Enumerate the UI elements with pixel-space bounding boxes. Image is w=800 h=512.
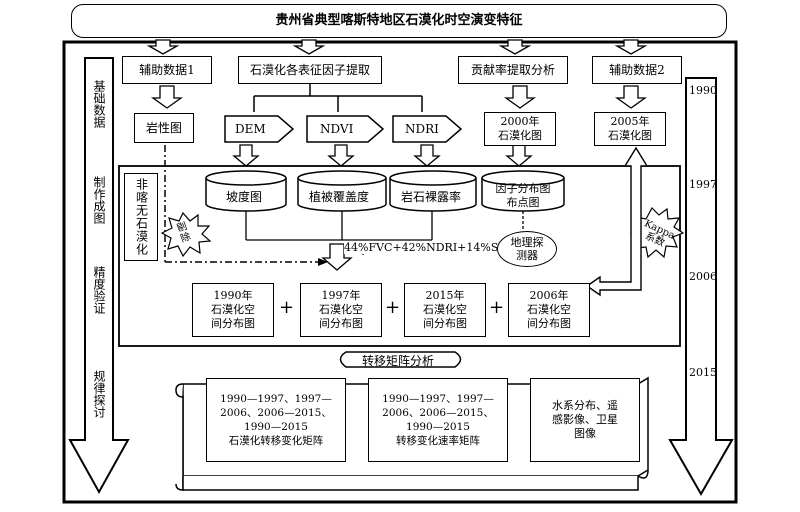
aux-data-2-label: 辅助数据2 xyxy=(609,62,665,77)
map-2000-year: 2000年 xyxy=(500,115,540,129)
matrix-rate-line-4: 转移变化速率矩阵 xyxy=(396,435,480,447)
non-karst-label: 非喀无石漠化 xyxy=(134,178,149,256)
plus-sign-3: + xyxy=(489,297,505,318)
inner-frame xyxy=(118,165,681,347)
map-2005-box: 2005年 石漠化图 xyxy=(594,112,666,146)
geo-probe-ellipse: 地理探 测器 xyxy=(497,231,557,267)
plus-sign-2: + xyxy=(385,297,401,318)
spatial-map-1990-line2: 石漠化空 xyxy=(211,303,255,317)
map-2005-label: 石漠化图 xyxy=(608,129,652,142)
spatial-map-1997-line3: 间分布图 xyxy=(319,316,363,330)
contribution-label: 贡献率提取分析 xyxy=(470,62,555,77)
matrix-box-ancillary: 水系分布、遥 感影像、卫星 图像 xyxy=(530,378,640,462)
dem-label: DEM xyxy=(235,122,266,136)
lithology-label: 岩性图 xyxy=(145,120,182,135)
outer-frame xyxy=(62,40,738,504)
year-2006: 2006 xyxy=(689,270,717,283)
spatial-map-1990-line3: 间分布图 xyxy=(211,316,255,330)
aux-data-2-box: 辅助数据2 xyxy=(592,56,682,84)
factor-pentagons xyxy=(224,115,463,143)
rock-exposure-label: 岩石裸露率 xyxy=(401,190,462,204)
matrix-transfer-line-1: 1990—1997、1997— xyxy=(220,393,332,405)
plus-sign-1: + xyxy=(279,297,295,318)
year-1997: 1997 xyxy=(689,178,717,191)
title-down-arrows xyxy=(146,39,648,55)
step-mapping: 制作成图 xyxy=(92,176,106,224)
spatial-map-1997-year: 1997年 xyxy=(321,289,361,303)
title-text: 贵州省典型喀斯特地区石漠化时空演变特征 xyxy=(275,12,523,28)
geo-probe-line-1: 地理探 xyxy=(510,236,544,249)
step-accuracy: 精度验证 xyxy=(92,266,106,314)
ancillary-line-3: 图像 xyxy=(574,427,596,440)
lithology-dashdot xyxy=(164,145,322,263)
cylinder-arrows xyxy=(232,144,533,167)
factor-extract-label: 石漠化各表征因子提取 xyxy=(249,62,370,77)
formula-text: 44%FVC+42%NDRI+14%Slope xyxy=(344,241,523,254)
cylinders xyxy=(205,170,565,212)
right-timeline-arrow xyxy=(668,77,734,497)
matrix-transfer-line-4: 石漠化转移变化矩阵 xyxy=(228,435,324,447)
vegetation-cover-label: 植被覆盖度 xyxy=(309,190,370,204)
spatial-map-2015-line3: 间分布图 xyxy=(423,316,467,330)
ndri-label: NDRI xyxy=(405,122,439,136)
distribution-label: 因子分布图 布点图 xyxy=(487,182,559,210)
distribution-line-2: 布点图 xyxy=(506,196,540,209)
contribution-box: 贡献率提取分析 xyxy=(458,56,568,84)
second-row-arrows xyxy=(150,85,648,109)
transfer-title: 转移矩阵分析 xyxy=(362,354,435,368)
distribution-line-1: 因子分布图 xyxy=(495,182,551,195)
lithology-box: 岩性图 xyxy=(134,113,194,143)
factor-extract-box: 石漠化各表征因子提取 xyxy=(238,56,382,84)
step-basic-data: 基础数据 xyxy=(92,80,106,128)
combine-lines xyxy=(245,211,433,241)
spatial-map-1990: 1990年 石漠化空 间分布图 xyxy=(192,283,274,337)
spatial-map-2006: 2006年 石漠化空 间分布图 xyxy=(508,283,590,337)
transfer-banner xyxy=(339,351,462,368)
aux-data-1-label: 辅助数据1 xyxy=(139,62,195,77)
year-1990: 1990 xyxy=(689,84,717,97)
slope-map-label: 坡度图 xyxy=(226,190,263,204)
matrix-rate-line-3: 1990—2015 xyxy=(406,421,470,433)
spatial-map-2015-year: 2015年 xyxy=(425,289,465,303)
step-pattern: 规律探讨 xyxy=(92,370,106,418)
map-2000-box: 2000年 石漠化图 xyxy=(484,112,556,146)
ndvi-label: NDVI xyxy=(320,122,354,136)
spatial-map-1997-line2: 石漠化空 xyxy=(319,303,363,317)
map-2005-year: 2005年 xyxy=(610,115,650,129)
title-box: 贵州省典型喀斯特地区石漠化时空演变特征 xyxy=(71,4,727,38)
left-process-arrow xyxy=(68,57,130,495)
ancillary-line-1: 水系分布、遥 xyxy=(552,399,618,412)
matrix-transfer-line-3: 1990—2015 xyxy=(244,421,308,433)
matrix-rate-line-1: 1990—1997、1997— xyxy=(382,393,494,405)
spatial-map-2006-year: 2006年 xyxy=(529,289,569,303)
spatial-map-2006-line3: 间分布图 xyxy=(527,316,571,330)
spatial-map-2006-line2: 石漠化空 xyxy=(527,303,571,317)
geo-probe-line-2: 测器 xyxy=(516,249,538,262)
matrix-rate-line-2: 2006、2006—2015、 xyxy=(382,407,494,419)
spatial-map-2015-line2: 石漠化空 xyxy=(423,303,467,317)
spatial-map-1997: 1997年 石漠化空 间分布图 xyxy=(300,283,382,337)
non-karst-box: 非喀无石漠化 xyxy=(124,173,158,261)
remove-starburst xyxy=(160,211,212,258)
matrix-transfer-line-2: 2006、2006—2015、 xyxy=(220,407,332,419)
factor-bracket xyxy=(253,84,423,112)
map2005-to-2006-arrow xyxy=(585,146,649,297)
spatial-map-2015: 2015年 石漠化空 间分布图 xyxy=(404,283,486,337)
ancillary-line-2: 感影像、卫星 xyxy=(552,413,618,426)
year-2015: 2015 xyxy=(689,366,717,379)
spatial-map-1990-year: 1990年 xyxy=(213,289,253,303)
matrix-box-transfer: 1990—1997、1997— 2006、2006—2015、 1990—201… xyxy=(206,378,346,462)
map-2000-label: 石漠化图 xyxy=(498,129,542,142)
matrix-box-rate: 1990—1997、1997— 2006、2006—2015、 1990—201… xyxy=(368,378,508,462)
aux-data-1-box: 辅助数据1 xyxy=(122,56,212,84)
